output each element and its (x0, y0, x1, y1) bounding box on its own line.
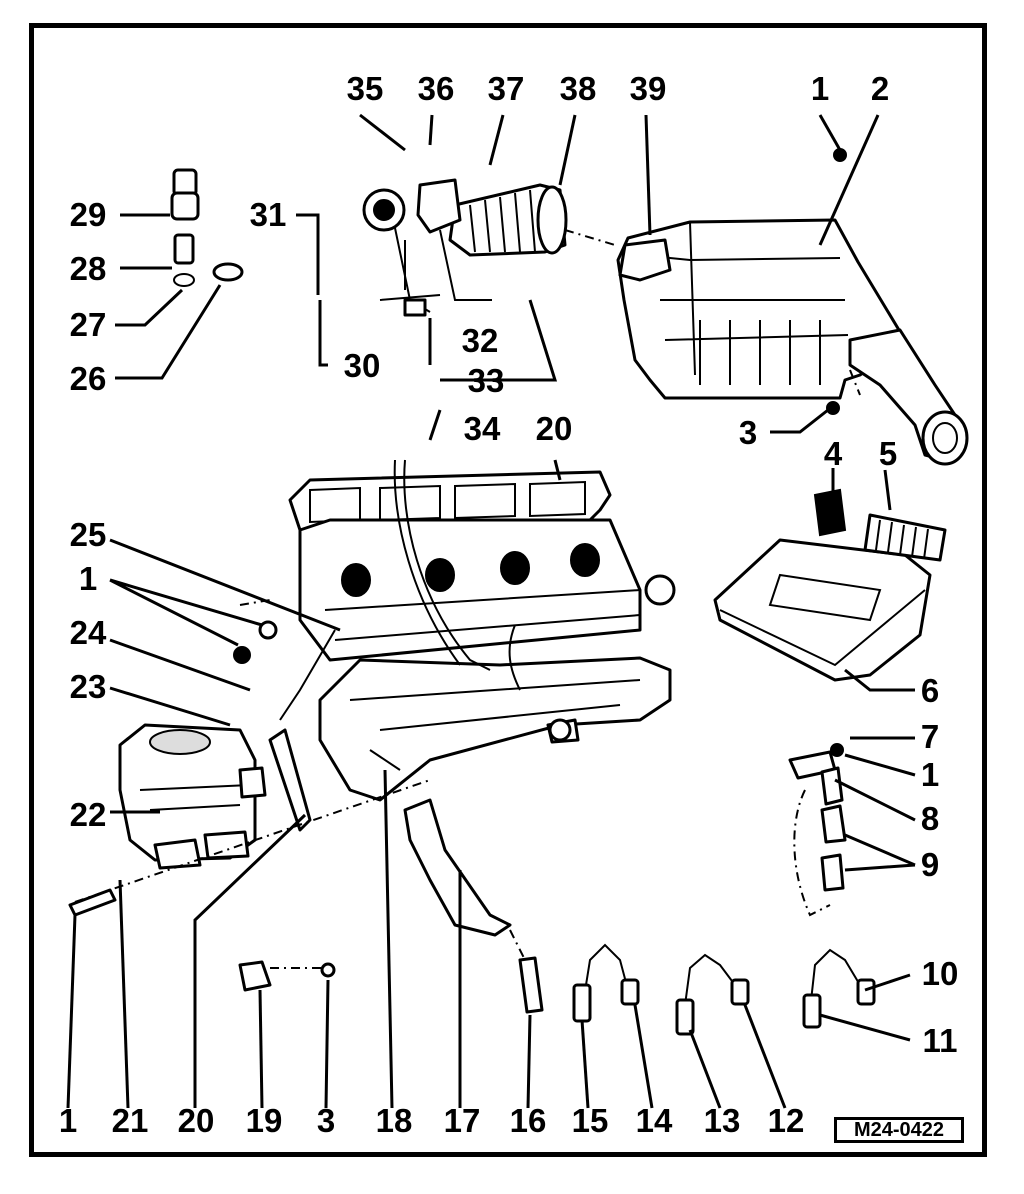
callout-31: 31 (250, 196, 287, 233)
callout-labels: 35 36 37 38 39 1 2 29 31 28 27 30 32 26 … (59, 70, 959, 1139)
callout-1: 1 (811, 70, 829, 107)
callout-2: 2 (871, 70, 889, 107)
hoses-and-lines (74, 229, 861, 969)
callout-12: 12 (768, 1102, 805, 1139)
callout-13: 13 (704, 1102, 741, 1139)
callout-20: 20 (536, 410, 573, 447)
diagram-frame (29, 23, 987, 1157)
callout-22: 22 (70, 796, 107, 833)
callout-26: 26 (70, 360, 107, 397)
callout-1: 1 (79, 560, 97, 597)
callout-39: 39 (630, 70, 667, 107)
callout-5: 5 (879, 435, 897, 472)
callout-32: 32 (462, 322, 499, 359)
callout-9: 9 (921, 846, 939, 883)
ecu-control-unit (713, 488, 947, 682)
callout-37: 37 (488, 70, 525, 107)
callout-6: 6 (921, 672, 939, 709)
callout-35: 35 (347, 70, 384, 107)
callout-33: 33 (468, 362, 505, 399)
air-filter-housing (616, 218, 969, 466)
callout-3: 3 (317, 1102, 335, 1139)
callout-28: 28 (70, 250, 107, 287)
callout-24: 24 (70, 614, 107, 651)
callout-36: 36 (418, 70, 455, 107)
callout-17: 17 (444, 1102, 481, 1139)
callout-29: 29 (70, 196, 107, 233)
reference-code: M24-0422 (834, 1117, 964, 1143)
callout-10: 10 (922, 955, 959, 992)
callout-1: 1 (59, 1102, 77, 1139)
callout-4: 4 (824, 435, 843, 472)
callout-20: 20 (178, 1102, 215, 1139)
callout-30: 30 (344, 347, 381, 384)
callout-25: 25 (70, 516, 107, 553)
callout-1: 1 (921, 756, 939, 793)
callout-15: 15 (572, 1102, 609, 1139)
callout-34: 34 (464, 410, 501, 447)
intake-manifold-upper (288, 470, 676, 662)
callout-27: 27 (70, 306, 107, 343)
callout-18: 18 (376, 1102, 413, 1139)
callout-19: 19 (246, 1102, 283, 1139)
intake-duct (403, 718, 572, 937)
callout-7: 7 (921, 718, 939, 755)
callout-23: 23 (70, 668, 107, 705)
throttle-body (118, 723, 257, 870)
callout-8: 8 (921, 800, 939, 837)
callout-21: 21 (112, 1102, 149, 1139)
callout-14: 14 (636, 1102, 673, 1139)
callout-16: 16 (510, 1102, 547, 1139)
gasket-throttle (268, 728, 312, 832)
intake-hose-assembly (362, 178, 568, 317)
callout-3: 3 (739, 414, 757, 451)
callout-38: 38 (560, 70, 597, 107)
callout-11: 11 (923, 1022, 958, 1059)
intake-manifold-lower (318, 656, 672, 802)
oxygen-sensors (572, 943, 876, 1036)
leader-lines (66, 113, 916, 1109)
